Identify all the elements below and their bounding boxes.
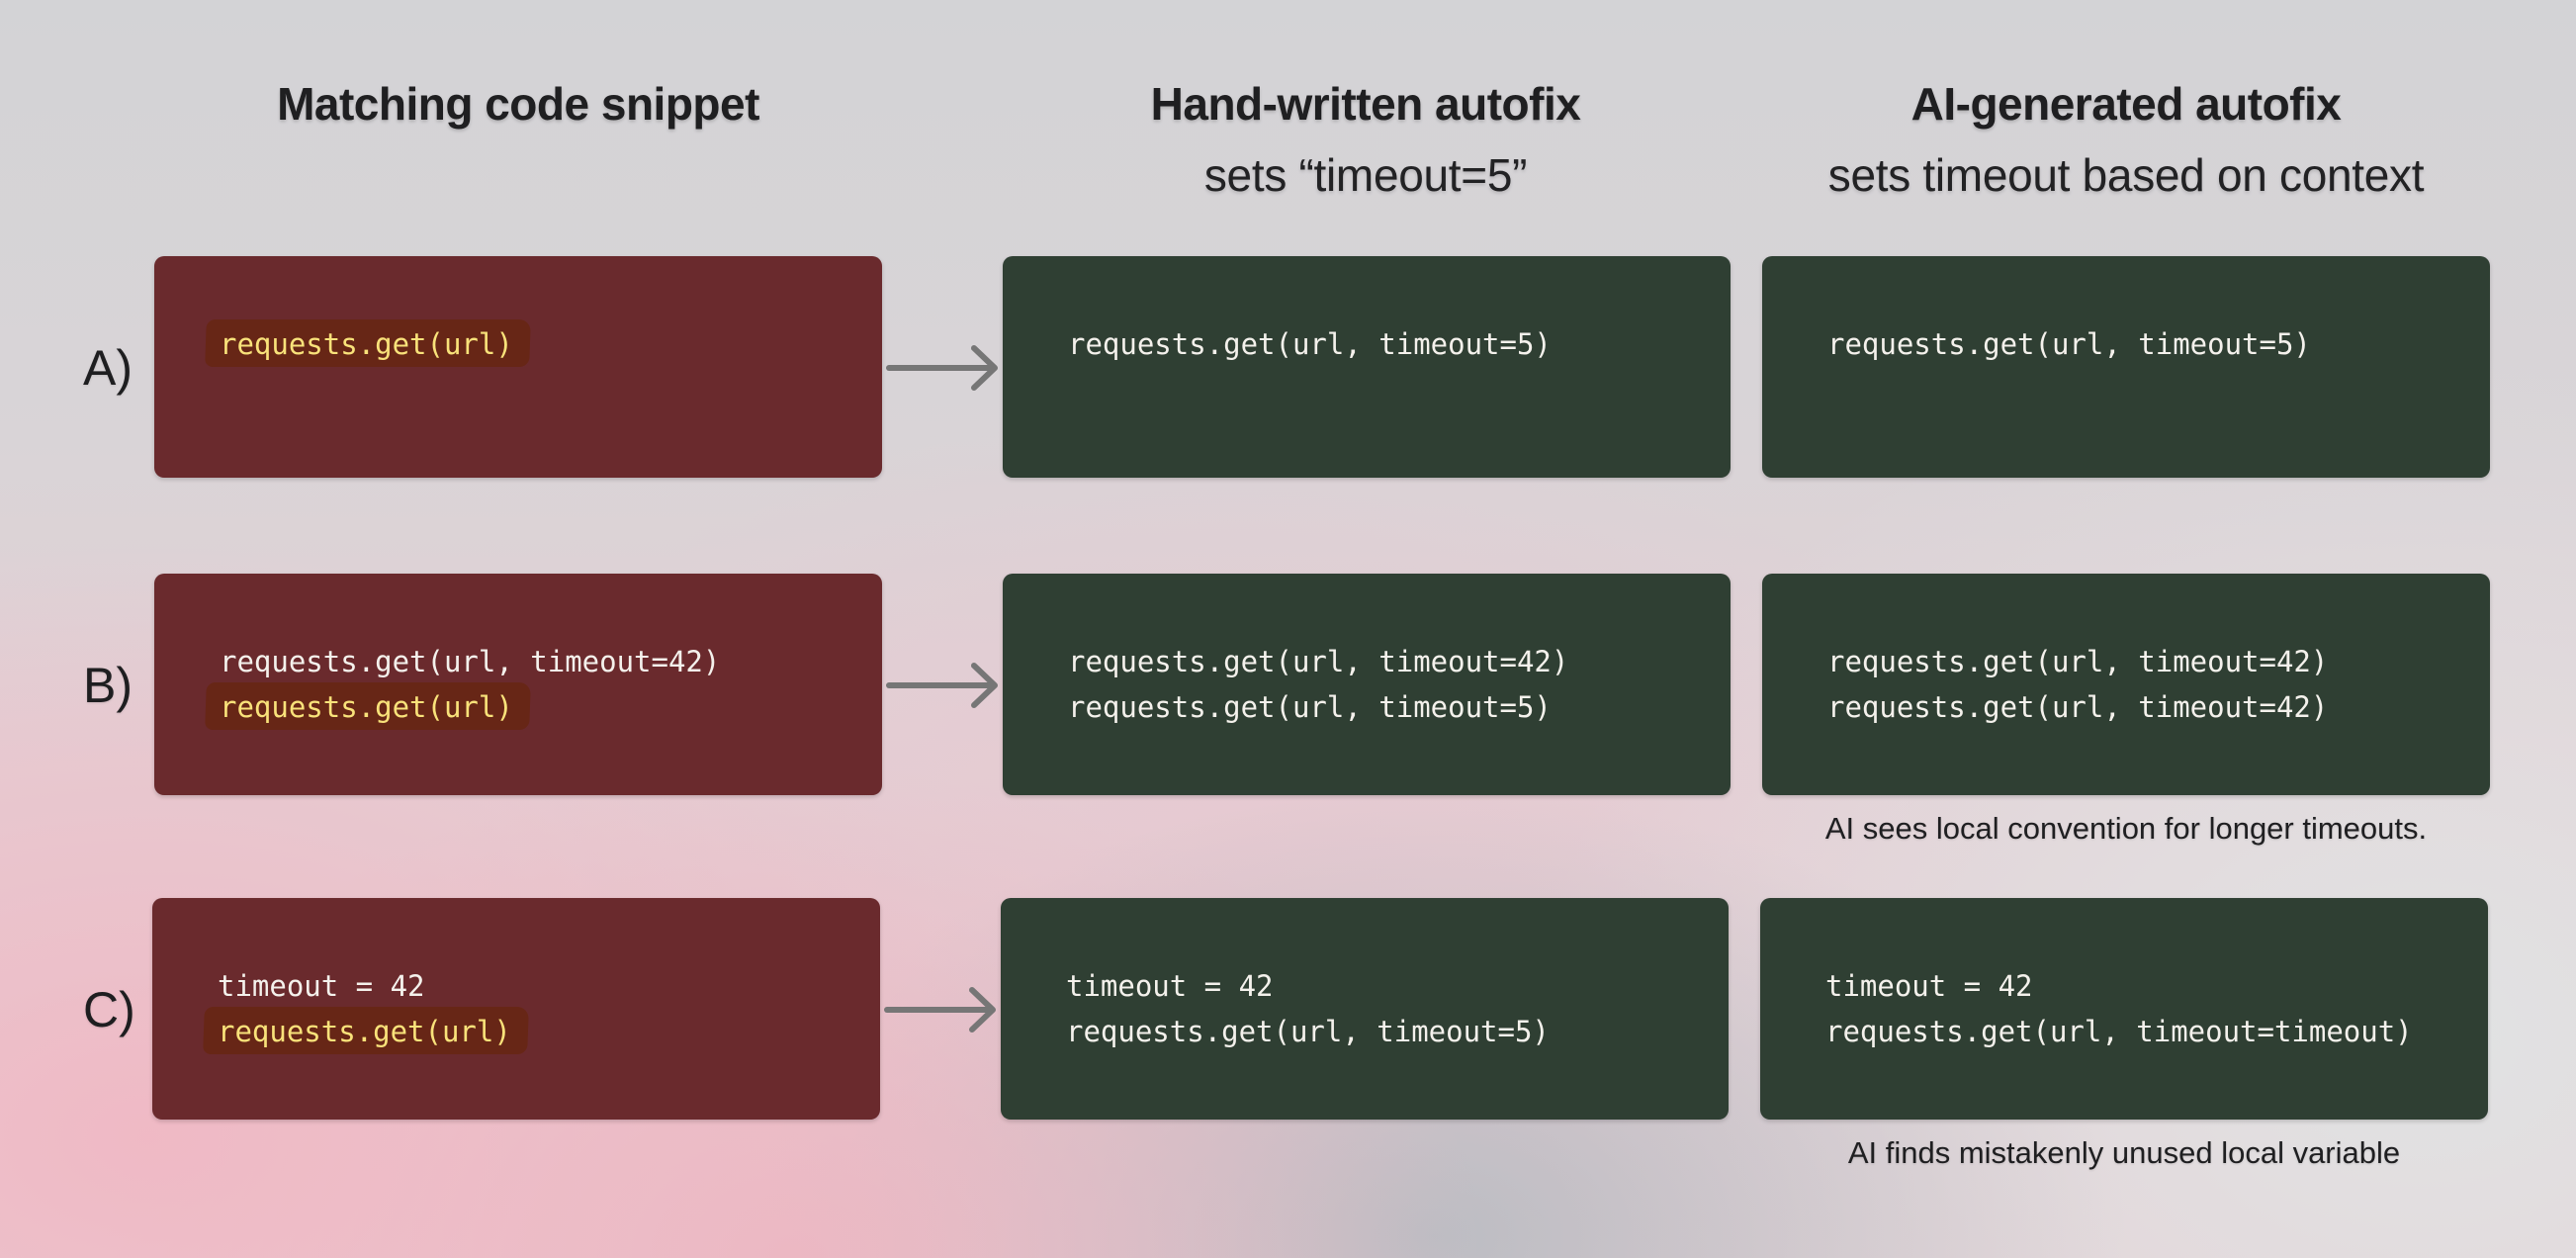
code-line: timeout = 42 [218, 969, 425, 1003]
ai-caption-c: AI finds mistakenly unused local variabl… [1847, 1135, 2401, 1170]
handwritten-fix-box-a: requests.get(url, timeout=5) [1003, 256, 1731, 478]
code-text: requests.get(url) [218, 1015, 511, 1048]
ai-fix-box-a: requests.get(url, timeout=5) [1762, 256, 2490, 478]
row-label-b: B) [83, 658, 133, 713]
row-label-a: A) [83, 340, 133, 396]
code-line: requests.get(url, timeout=5) [1068, 690, 1552, 724]
code-line: requests.get(url, timeout=42) [220, 645, 721, 678]
arrow-right-icon [886, 663, 998, 708]
source-snippet-box-b: requests.get(url, timeout=42) requests.g… [154, 574, 882, 795]
code-text: requests.get(url) [220, 690, 513, 724]
source-snippet-box-a: requests.get(url) [154, 256, 882, 478]
code-text: requests.get(url) [220, 327, 513, 361]
ai-fix-box-c: timeout = 42 requests.get(url, timeout=t… [1760, 898, 2488, 1120]
arrow-right-icon [886, 345, 998, 391]
code-line: requests.get(url, timeout=42) [1827, 645, 2329, 678]
code-line: requests.get(url, timeout=5) [1827, 327, 2311, 361]
code-line: requests.get(url, timeout=42) [1068, 645, 1569, 678]
code-line: requests.get(url, timeout=5) [1066, 1015, 1550, 1048]
code-line: timeout = 42 [1825, 969, 2033, 1003]
column-subtitle-ai-autofix: sets timeout based on context [1827, 149, 2425, 201]
ai-caption-b: AI sees local convention for longer time… [1824, 811, 2428, 846]
highlighted-code-line: requests.get(url) [220, 684, 882, 730]
highlighted-code-line: requests.get(url) [220, 321, 882, 367]
handwritten-fix-box-c: timeout = 42 requests.get(url, timeout=5… [1001, 898, 1729, 1120]
column-subtitle-handwritten-autofix: sets “timeout=5” [1203, 149, 1528, 201]
code-line: requests.get(url, timeout=timeout) [1825, 1015, 2413, 1048]
handwritten-fix-box-b: requests.get(url, timeout=42) requests.g… [1003, 574, 1731, 795]
column-title-matching-snippet: Matching code snippet [277, 78, 759, 130]
code-line: timeout = 42 [1066, 969, 1274, 1003]
highlighted-code-line: requests.get(url) [218, 1009, 880, 1054]
arrow-right-icon [884, 987, 996, 1033]
column-title-handwritten-autofix: Hand-written autofix [1150, 78, 1581, 130]
code-line: requests.get(url, timeout=42) [1827, 690, 2329, 724]
column-title-ai-autofix: AI-generated autofix [1910, 78, 2342, 130]
ai-fix-box-b: requests.get(url, timeout=42) requests.g… [1762, 574, 2490, 795]
source-snippet-box-c: timeout = 42 requests.get(url) [152, 898, 880, 1120]
code-line: requests.get(url, timeout=5) [1068, 327, 1552, 361]
row-label-c: C) [83, 982, 135, 1037]
